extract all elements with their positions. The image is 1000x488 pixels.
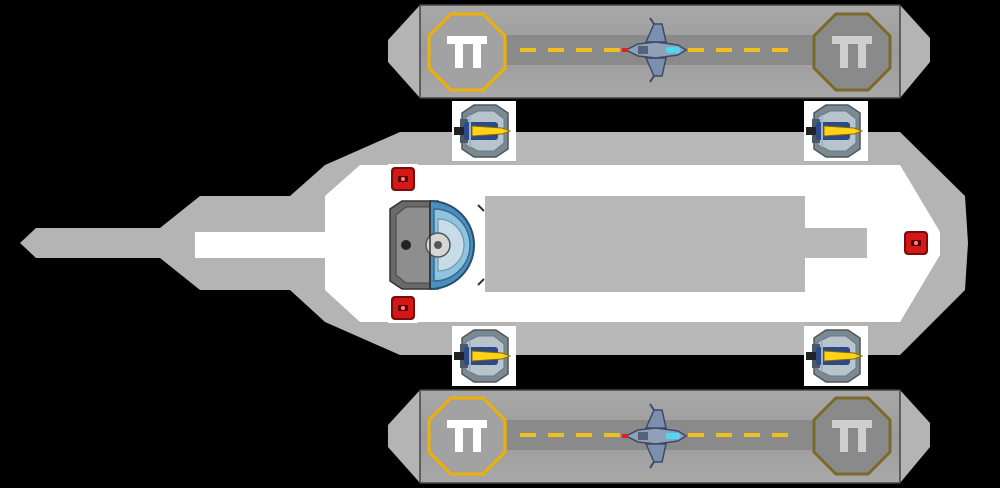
runway-stripes-bottom bbox=[520, 433, 788, 437]
landing-pad-left-bottom[interactable] bbox=[427, 396, 507, 476]
lower-gantry bbox=[515, 322, 805, 354]
hangar-top bbox=[388, 4, 930, 99]
runway-stripes-top bbox=[520, 48, 788, 52]
landing-pad-right-bottom[interactable] bbox=[812, 396, 892, 476]
upper-gantry bbox=[515, 132, 805, 164]
console-bottom[interactable] bbox=[388, 293, 418, 323]
console-top[interactable] bbox=[388, 164, 418, 194]
bow-corridor bbox=[805, 228, 867, 258]
central-corridor bbox=[485, 196, 805, 292]
turret-bottom-right[interactable] bbox=[803, 325, 869, 387]
console-bow[interactable] bbox=[901, 228, 931, 258]
hangar-bottom bbox=[388, 389, 930, 484]
landing-pad-left-top[interactable] bbox=[427, 12, 507, 92]
turret-bottom-left[interactable] bbox=[451, 325, 517, 387]
turret-top-right[interactable] bbox=[803, 100, 869, 162]
landing-pad-right-top[interactable] bbox=[812, 12, 892, 92]
shield-generator[interactable] bbox=[388, 199, 485, 291]
turret-top-left[interactable] bbox=[451, 100, 517, 162]
